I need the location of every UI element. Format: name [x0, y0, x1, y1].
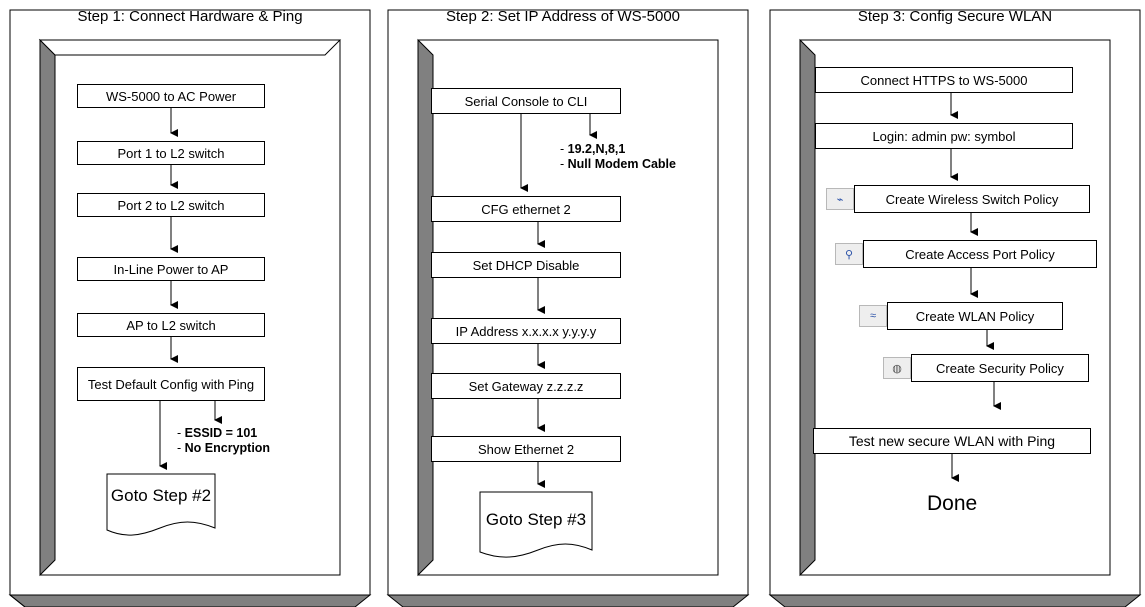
- step1-box-port1: Port 1 to L2 switch: [77, 141, 265, 165]
- step3-done: Done: [927, 492, 978, 515]
- step2-notes: - 19.2,N,8,1 - Null Modem Cable: [560, 142, 676, 172]
- step2-box-gateway: Set Gateway z.z.z.z: [431, 373, 621, 399]
- step2-note-cable-text: Null Modem Cable: [567, 157, 676, 171]
- step3-box-switch-policy: Create Wireless Switch Policy: [854, 185, 1090, 213]
- step3-box-access-port: Create Access Port Policy: [863, 240, 1097, 268]
- step3-box-login: Login: admin pw: symbol: [815, 123, 1073, 149]
- step3-box-test-wlan: Test new secure WLAN with Ping: [813, 428, 1091, 454]
- step3-panel: Step 3: Config Secure WLAN Connect HTTPS…: [765, 0, 1145, 607]
- access-port-icon: ⚲: [835, 243, 863, 265]
- step1-title: Step 1: Connect Hardware & Ping: [77, 8, 303, 25]
- step1-box-ap-switch: AP to L2 switch: [77, 313, 265, 337]
- step1-box-ac-power: WS-5000 to AC Power: [77, 84, 265, 108]
- step2-box-cfg-ethernet: CFG ethernet 2: [431, 196, 621, 222]
- step2-box-dhcp-disable: Set DHCP Disable: [431, 252, 621, 278]
- step1-note-encryption: - No Encryption: [177, 441, 271, 455]
- step2-box-ip-address: IP Address x.x.x.x y.y.y.y: [431, 318, 621, 344]
- switch-policy-icon: ⌁: [826, 188, 854, 210]
- step2-note-cable: - Null Modem Cable: [560, 157, 676, 171]
- step1-box-inline-power: In-Line Power to AP: [77, 257, 265, 281]
- step2-note-serial: - 19.2,N,8,1: [560, 142, 626, 156]
- security-policy-icon: ◍: [883, 357, 911, 379]
- step3-title: Step 3: Config Secure WLAN: [857, 8, 1053, 25]
- step2-box-show-ethernet: Show Ethernet 2: [431, 436, 621, 462]
- step3-box-wlan-policy: Create WLAN Policy: [887, 302, 1063, 330]
- step3-box-https: Connect HTTPS to WS-5000: [815, 67, 1073, 93]
- step2-panel: Step 2: Set IP Address of WS-5000 Serial…: [383, 0, 763, 607]
- step1-note-encryption-text: No Encryption: [184, 441, 271, 455]
- step3-box-security-policy: Create Security Policy: [911, 354, 1089, 382]
- step1-box-port2: Port 2 to L2 switch: [77, 193, 265, 217]
- wlan-policy-icon: ≈: [859, 305, 887, 327]
- step1-goto-doc: Goto Step #2: [110, 486, 212, 505]
- step1-note-essid-text: ESSID = 101: [184, 426, 258, 440]
- step1-note-essid: - ESSID = 101: [177, 426, 258, 440]
- step2-goto-doc: Goto Step #3: [485, 510, 587, 529]
- step2-note-serial-text: 19.2,N,8,1: [567, 142, 626, 156]
- step2-title: Step 2: Set IP Address of WS-5000: [445, 8, 681, 25]
- step1-box-test-ping: Test Default Config with Ping: [77, 367, 265, 401]
- step2-box-serial-console: Serial Console to CLI: [431, 88, 621, 114]
- step1-notes: - ESSID = 101 - No Encryption: [177, 426, 270, 456]
- step1-panel: Step 1: Connect Hardware & Ping WS-5000 …: [0, 0, 380, 607]
